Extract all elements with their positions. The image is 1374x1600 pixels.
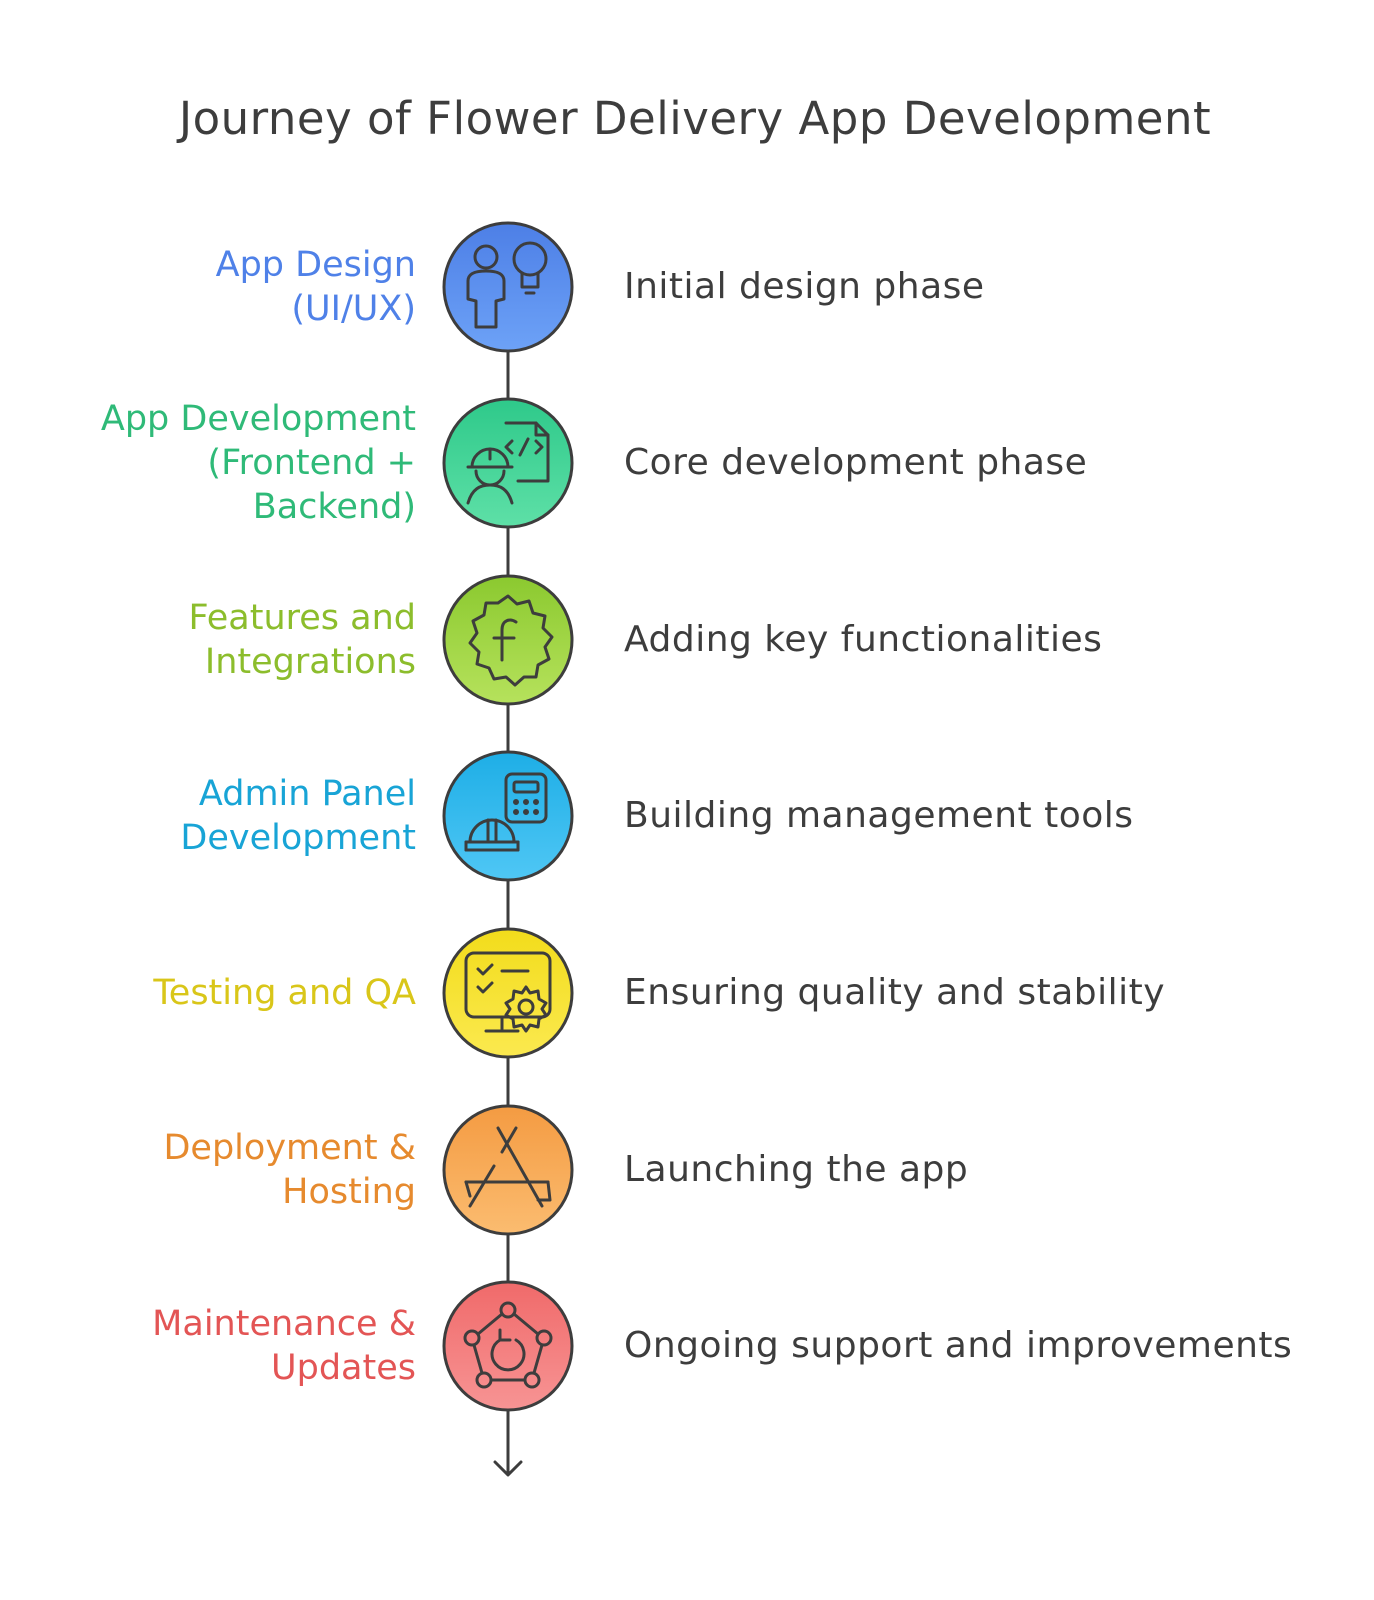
- monitor-checklist-gear-icon: [464, 951, 552, 1033]
- step-circle: [441, 1279, 575, 1413]
- step-circle-bg: [442, 574, 574, 706]
- step-description: Ongoing support and improvements: [624, 1325, 1293, 1366]
- step-description: Building management tools: [624, 795, 1134, 836]
- timeline-arrow-icon: [493, 1460, 523, 1477]
- step-label: Features and Integrations: [188, 598, 416, 682]
- developer-code-icon: [466, 421, 550, 505]
- step-label: Deployment & Hosting: [163, 1128, 416, 1212]
- step-circle: [441, 1103, 575, 1237]
- step-circle-bg: [442, 1280, 574, 1412]
- step-label: Testing and QA: [153, 973, 416, 1013]
- step-description: Core development phase: [624, 442, 1088, 483]
- step-circle-bg: [442, 927, 574, 1059]
- step-description: Initial design phase: [624, 266, 985, 307]
- step-label: App Development (Frontend + Backend): [100, 399, 416, 527]
- network-refresh-icon: [463, 1301, 553, 1389]
- step-circle: [441, 749, 575, 883]
- step-label: Maintenance & Updates: [152, 1304, 416, 1388]
- step-circle: [441, 926, 575, 1060]
- step-label: Admin Panel Development: [180, 774, 416, 858]
- step-label: App Design (UI/UX): [215, 245, 416, 329]
- step-circle-bg: [442, 221, 574, 353]
- step-circle: [441, 573, 575, 707]
- step-description: Launching the app: [624, 1149, 969, 1190]
- step-description: Ensuring quality and stability: [624, 972, 1166, 1013]
- gear-function-icon: [468, 594, 554, 687]
- app-store-icon: [464, 1126, 552, 1208]
- step-description: Adding key functionalities: [624, 619, 1103, 660]
- helmet-calculator-icon: [464, 772, 548, 852]
- step-circle: [441, 220, 575, 354]
- diagram-title: Journey of Flower Delivery App Developme…: [178, 92, 1212, 145]
- step-circle-bg: [442, 1104, 574, 1236]
- step-circle: [441, 396, 575, 530]
- person-lightbulb-icon: [466, 241, 548, 329]
- step-circle-bg: [442, 750, 574, 882]
